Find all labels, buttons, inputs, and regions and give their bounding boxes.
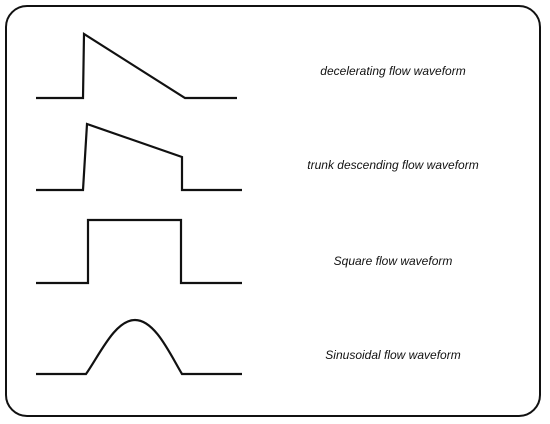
decelerating-waveform [36,32,237,100]
label-decelerating-flow-waveform: decelerating flow waveform [320,64,466,78]
diagram-frame [5,5,541,417]
label-sinusoidal-flow-waveform: Sinusoidal flow waveform [325,348,461,362]
sinusoidal-waveform [36,318,242,376]
square-waveform [36,218,242,285]
label-square-flow-waveform: Square flow waveform [333,254,453,268]
label-trunk-descending-flow-waveform: trunk descending flow waveform [307,158,479,172]
trunk-descending-waveform [36,122,242,192]
